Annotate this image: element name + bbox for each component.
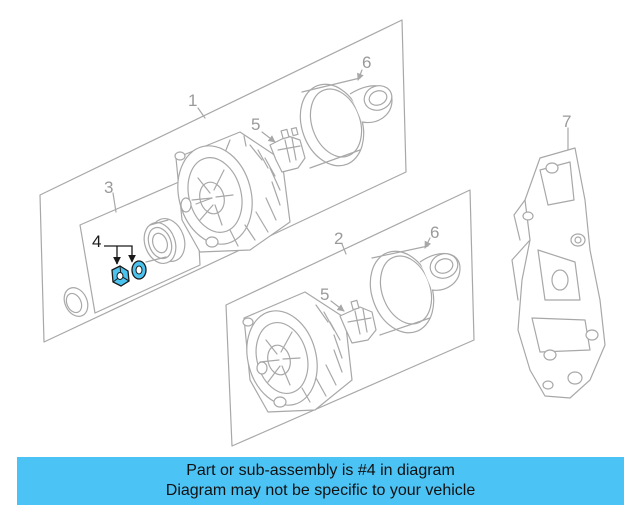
part-info-banner: Part or sub-assembly is #4 in diagram Di… bbox=[17, 457, 624, 505]
callout-3: 3 bbox=[104, 178, 113, 197]
callout-7: 7 bbox=[562, 112, 571, 131]
part-4-nut-washer: 4 bbox=[92, 232, 147, 287]
alternator-assembly-2: 2 5 6 bbox=[225, 189, 475, 447]
callout-6a: 6 bbox=[362, 53, 371, 72]
assembly-2-outline bbox=[225, 189, 475, 447]
callout-2: 2 bbox=[334, 229, 343, 248]
regulator-2-drawing bbox=[339, 299, 377, 344]
mounting-bracket-7: 7 bbox=[511, 112, 606, 399]
callout-5b-leader bbox=[330, 300, 345, 312]
callout-6b: 6 bbox=[430, 223, 439, 242]
callout-4: 4 bbox=[92, 232, 101, 251]
washer-icon bbox=[131, 260, 147, 280]
pulley-drawing bbox=[143, 218, 186, 264]
callout-1-leader bbox=[197, 107, 206, 119]
banner-line-2: Diagram may not be specific to your vehi… bbox=[165, 482, 476, 499]
bracket-drawing bbox=[511, 147, 606, 399]
callout-2-leader bbox=[341, 243, 347, 255]
callout-4-bracket bbox=[104, 245, 132, 264]
callout-3-leader bbox=[112, 192, 117, 213]
alternator-2-drawing bbox=[242, 291, 353, 413]
callout-5b: 5 bbox=[320, 285, 329, 304]
banner-line-1: Part or sub-assembly is #4 in diagram bbox=[186, 462, 455, 479]
pulley-subassembly-outline bbox=[79, 174, 201, 314]
hex-nut-icon bbox=[111, 265, 130, 287]
rear-cover-2-drawing bbox=[369, 245, 461, 336]
callout-5a: 5 bbox=[251, 115, 260, 134]
callout-5a-leader bbox=[261, 131, 276, 143]
callout-6a-leader bbox=[357, 69, 364, 81]
assembly-1-outline bbox=[39, 19, 407, 343]
alternator-1-drawing bbox=[174, 131, 291, 253]
seal-ring-drawing bbox=[63, 287, 89, 317]
callout-6b-leader bbox=[424, 237, 432, 249]
rear-cover-1-drawing bbox=[299, 77, 393, 169]
alternator-assembly-1: 1 3 4 bbox=[39, 19, 407, 343]
callout-1: 1 bbox=[188, 91, 197, 110]
regulator-1-drawing bbox=[269, 126, 306, 173]
parts-diagram: 1 3 4 bbox=[39, 19, 606, 447]
